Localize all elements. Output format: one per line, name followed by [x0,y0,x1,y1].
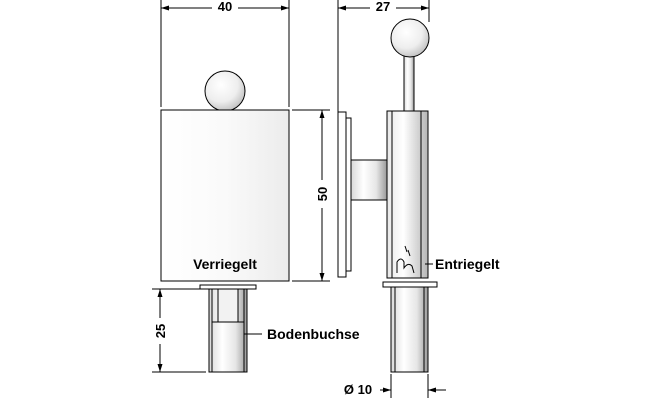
dim-sleeve-diameter: Ø 10 [344,382,372,397]
connecting-shaft [350,159,388,201]
dim-height: 50 [315,187,330,201]
housing-side [386,110,429,279]
width-dimension-front [160,0,290,107]
dim-side-width: 27 [376,0,390,14]
label-locked: Verriegelt [193,256,257,272]
height-dimension [292,109,330,282]
width-dimension-side [337,0,430,112]
label-unlocked: Entriegelt [435,256,500,272]
lever [390,18,430,112]
knob [204,70,246,112]
floor-socket-front [199,284,257,373]
floor-socket-side [382,281,438,373]
wall-plate [337,111,352,278]
housing-plate [160,109,290,282]
front-view [152,0,330,373]
dim-front-width: 40 [218,0,232,14]
dim-sleeve-height: 25 [153,324,168,338]
sleeve-height-dimension [152,288,206,373]
diameter-dimension [380,374,446,398]
label-floor-socket: Bodenbuchse [267,326,360,342]
side-view [337,0,446,398]
